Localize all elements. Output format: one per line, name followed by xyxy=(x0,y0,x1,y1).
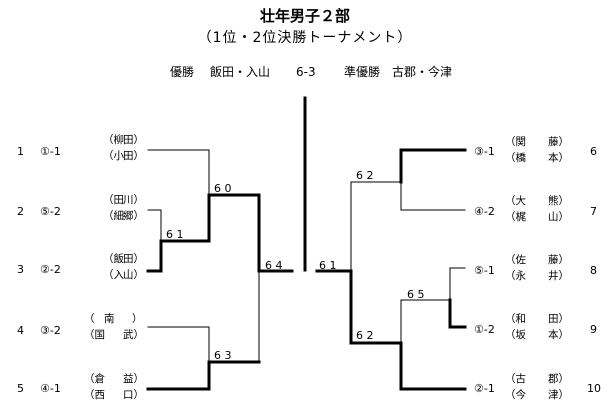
bracket-line-entry6 xyxy=(399,148,467,184)
score-left-final: 6 4 xyxy=(265,259,283,272)
player-name-a: （坂 xyxy=(505,329,526,341)
player-name-a: （柳 xyxy=(103,134,124,146)
player-name-b: 田） xyxy=(548,313,569,325)
player-name-a: （佐 xyxy=(505,254,526,266)
player-name-b: 郡） xyxy=(548,373,569,385)
player-name-a: （入 xyxy=(103,269,124,281)
entry-number: 1 xyxy=(17,145,24,158)
player-name-b: 山） xyxy=(123,269,144,281)
player-name-b: 田） xyxy=(123,150,144,162)
winner-label: 優勝 xyxy=(170,65,195,79)
bracket-line-entry10 xyxy=(399,341,467,391)
entry-seed: ①-1 xyxy=(40,145,61,158)
score-right-final: 6 1 xyxy=(319,259,337,272)
score-left-qf2: 6 3 xyxy=(214,349,232,362)
bracket-line-entry1 xyxy=(147,149,210,196)
player-name-b: 山） xyxy=(548,211,569,223)
entry-seed: ⑤-2 xyxy=(40,205,61,218)
score-right-r1: 6 5 xyxy=(407,288,425,301)
entry-seed: ④-1 xyxy=(40,382,61,395)
entry-number: 7 xyxy=(590,205,597,218)
bracket-line-entry5 xyxy=(146,360,261,391)
player-name-b: ） xyxy=(132,313,143,325)
player-name-a: （今 xyxy=(505,389,526,401)
entry-number: 10 xyxy=(587,382,601,395)
score-right-top: 6 2 xyxy=(356,169,374,182)
player-name-b: 益） xyxy=(123,373,144,385)
entry-number: 3 xyxy=(17,263,24,276)
player-name-a: （和 xyxy=(505,313,526,325)
player-name-a: （田 xyxy=(103,194,124,206)
player-name-a: （西 xyxy=(84,389,105,401)
player-name-a: （梶 xyxy=(505,211,526,223)
player-name-a: （関 xyxy=(505,136,526,148)
player-name-b: 川） xyxy=(123,194,144,206)
final-score: 6-3 xyxy=(296,65,316,79)
score-right-semi: 6 2 xyxy=(356,329,374,342)
player-name-a: （古 xyxy=(505,373,526,385)
player-name-b: 津） xyxy=(548,389,569,401)
player-name-a: （小 xyxy=(103,150,124,162)
entry-seed: ⑤-1 xyxy=(474,264,495,277)
winner-names: 飯田・入山 xyxy=(210,65,271,79)
entry-number: 5 xyxy=(17,382,24,395)
entry-number: 2 xyxy=(17,205,24,218)
entry-seed: ③-1 xyxy=(474,145,495,158)
player-name-b: 武） xyxy=(123,329,144,341)
player-name-b: 熊） xyxy=(548,195,569,207)
entry-seed: ①-2 xyxy=(474,323,495,336)
entry-seed: ②-1 xyxy=(474,382,495,395)
entry-seed: ②-2 xyxy=(40,263,61,276)
bracket-line-left-semi xyxy=(207,193,294,273)
player-name-b: 井） xyxy=(548,270,569,282)
player-name-a: （飯 xyxy=(103,253,124,265)
player-name-b: 口） xyxy=(123,389,144,401)
score-left-semi: 6 0 xyxy=(214,182,232,195)
bracket-line-right-upper xyxy=(350,181,402,272)
player-name-a: （倉 xyxy=(84,373,105,385)
entry-number: 4 xyxy=(17,324,24,337)
bracket-line-entry9 xyxy=(448,298,467,329)
player-name-b: 藤） xyxy=(548,136,569,148)
player-name-b: 藤） xyxy=(548,254,569,266)
player-name-b: 本） xyxy=(548,152,569,164)
runner-up-names: 古郡・今津 xyxy=(392,65,453,79)
entry-number: 8 xyxy=(590,264,597,277)
entry-seed: ③-2 xyxy=(40,324,61,337)
entry-seed: ④-2 xyxy=(474,205,495,218)
bracket-line-right-r1 xyxy=(400,299,451,344)
player-name-b: 田） xyxy=(123,134,144,146)
bracket-line-entry4 xyxy=(147,326,210,363)
entry-number: 6 xyxy=(590,145,597,158)
page-subtitle: （1位・2位決勝トーナメント） xyxy=(197,30,413,46)
bracket-line-entry8 xyxy=(449,267,466,301)
player-name-a: （大 xyxy=(505,195,526,207)
player-name-b: 田） xyxy=(123,253,144,265)
bracket-line-entry7 xyxy=(400,181,466,211)
bracket-line-entry3 xyxy=(146,239,211,273)
player-name-a: （細 xyxy=(103,210,124,222)
bracket-line-right-lower xyxy=(349,269,403,345)
bracket-line-entry2 xyxy=(147,209,162,242)
entry-number: 9 xyxy=(590,323,597,336)
player-name-a: （永 xyxy=(505,270,526,282)
player-name-a: （国 xyxy=(84,329,105,341)
player-name-a: （ xyxy=(84,313,95,325)
score-left-r1: 6 1 xyxy=(166,228,184,241)
player-name-b: 本） xyxy=(548,329,569,341)
player-name-mid: 南 xyxy=(104,313,115,325)
player-name-a: （橋 xyxy=(505,152,526,164)
player-name-b: 郷） xyxy=(123,210,144,222)
runner-up-label: 準優勝 xyxy=(344,65,381,79)
page-title: 壮年男子２部 xyxy=(259,7,350,25)
